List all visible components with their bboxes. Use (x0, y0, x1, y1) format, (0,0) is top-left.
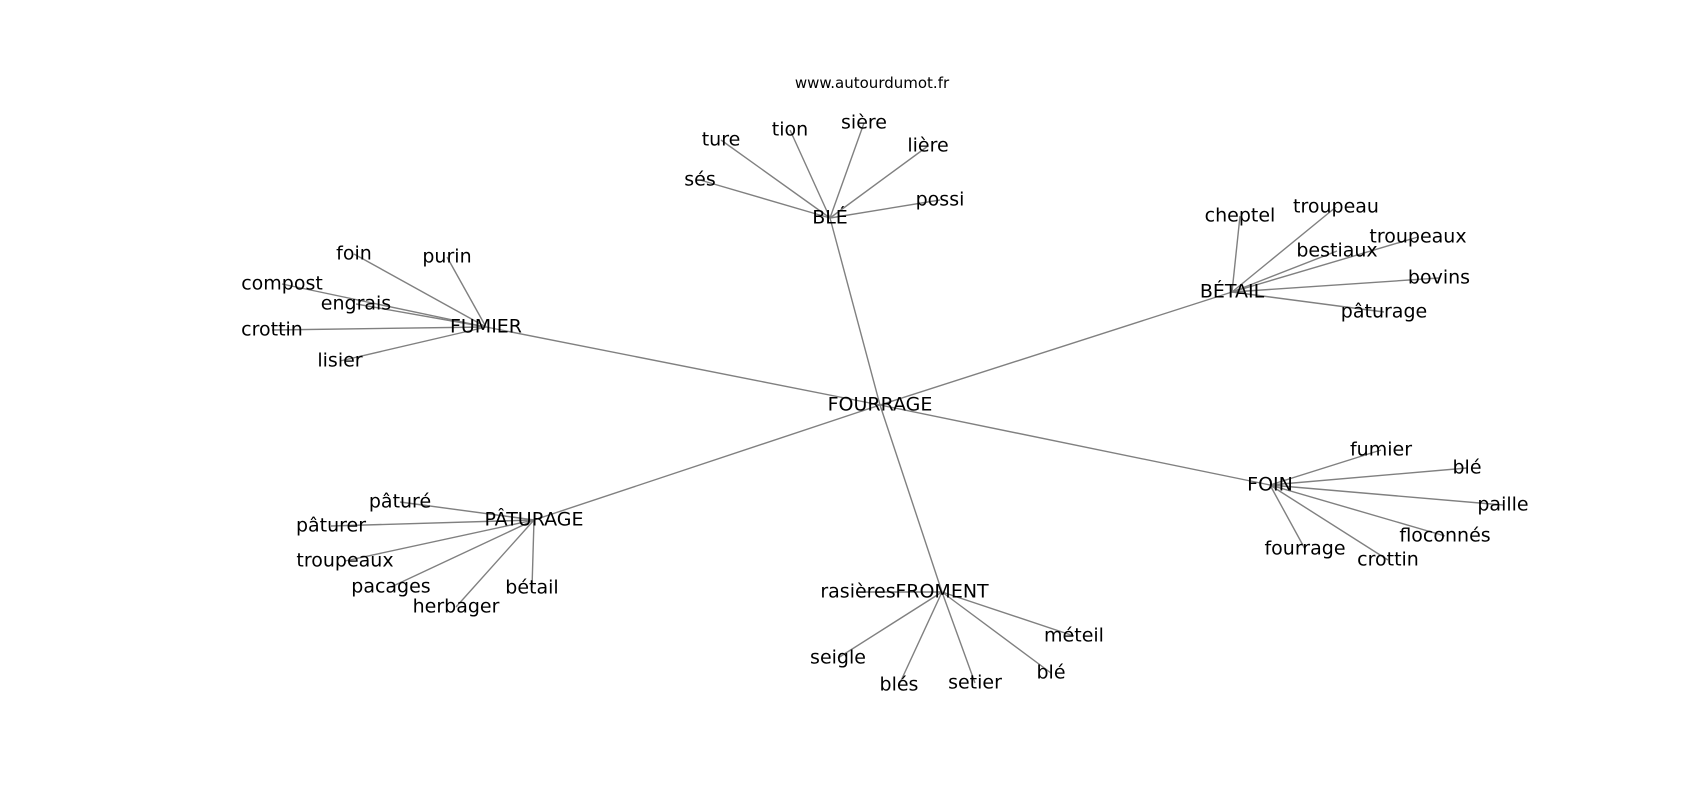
edge-center-paturage (533, 404, 881, 521)
edge-foin-4 (1269, 484, 1389, 561)
edge-paturage-3 (390, 519, 535, 588)
edge-paturage-4 (455, 519, 535, 608)
edge-foin-2 (1269, 484, 1504, 506)
edge-froment-4 (898, 591, 943, 686)
leaf-word-betail: cheptel (1205, 205, 1276, 227)
leaf-word-fumier: compost (241, 273, 323, 295)
site-url: www.autourdumot.fr (795, 74, 950, 92)
hub-word-foin: FOIN (1247, 474, 1293, 496)
leaf-word-froment: rasières (820, 581, 895, 603)
leaf-word-froment: setier (948, 672, 1002, 694)
edge-fumier-1 (446, 256, 487, 328)
edge-fumier-2 (281, 283, 487, 328)
leaf-word-ble: possi (916, 189, 965, 211)
leaf-word-froment: seigle (810, 647, 866, 669)
edge-paturage-2 (344, 519, 535, 562)
edge-ble-4 (829, 145, 929, 219)
leaf-word-foin: paille (1477, 494, 1528, 516)
hub-word-fumier: FUMIER (450, 316, 522, 338)
leaf-word-froment: méteil (1044, 625, 1104, 647)
leaf-word-ble: lière (907, 135, 948, 157)
edge-center-fumier (485, 326, 881, 406)
leaf-word-foin: fourrage (1264, 538, 1345, 560)
leaf-word-foin: floconnés (1399, 525, 1490, 547)
edge-betail-2 (1231, 236, 1419, 293)
hub-word-froment: FROMENT (895, 581, 989, 603)
edge-paturage-1 (330, 519, 535, 527)
edge-foin-5 (1269, 484, 1306, 550)
leaf-word-paturage: pacages (351, 576, 430, 598)
edge-ble-1 (720, 139, 831, 219)
center-word: FOURRAGE (828, 394, 933, 416)
hub-word-ble: BLÉ (812, 206, 848, 229)
edge-paturage-0 (399, 501, 535, 521)
leaf-word-froment: blé (1036, 662, 1065, 684)
leaf-word-betail: troupeaux (1369, 226, 1466, 248)
edge-betail-4 (1231, 277, 1440, 293)
hub-word-betail: BÉTAIL (1200, 280, 1265, 303)
edge-betail-5 (1231, 291, 1385, 313)
edge-center-froment (879, 404, 943, 593)
leaf-word-fumier: purin (422, 246, 471, 268)
leaf-word-fumier: foin (336, 243, 372, 265)
leaf-word-froment: blés (880, 674, 919, 696)
leaf-word-betail: troupeau (1293, 196, 1379, 218)
edge-foin-1 (1269, 467, 1468, 486)
leaf-word-ble: ture (702, 129, 741, 151)
edge-ble-3 (829, 122, 865, 219)
edge-ble-2 (789, 129, 831, 219)
leaf-word-foin: fumier (1350, 439, 1412, 461)
leaf-word-foin: blé (1452, 457, 1481, 479)
edge-foin-3 (1269, 484, 1446, 537)
leaf-word-paturage: pâturer (296, 515, 366, 537)
edge-center-foin (879, 404, 1271, 486)
edge-froment-2 (941, 591, 1052, 674)
leaf-word-paturage: bétail (505, 577, 558, 599)
edges-layer (271, 122, 1504, 686)
edge-fumier-4 (271, 326, 487, 331)
edge-froment-3 (941, 591, 976, 684)
leaf-word-fumier: lisier (317, 350, 362, 372)
leaf-word-paturage: troupeaux (296, 550, 393, 572)
leaf-word-foin: crottin (1357, 549, 1419, 571)
leaf-word-betail: bovins (1408, 267, 1470, 289)
edge-fumier-0 (353, 253, 487, 328)
edge-center-betail (879, 291, 1233, 406)
edge-betail-1 (1231, 206, 1337, 293)
leaf-word-paturage: pâturé (369, 491, 431, 513)
edge-betail-3 (1231, 250, 1338, 293)
edge-center-ble (829, 217, 881, 406)
edge-paturage-5 (531, 519, 535, 589)
leaf-word-ble: sière (841, 112, 887, 134)
leaf-word-paturage: herbager (413, 596, 500, 618)
leaf-word-betail: pâturage (1341, 301, 1427, 323)
edge-fumier-3 (355, 303, 487, 328)
leaf-word-fumier: crottin (241, 319, 303, 341)
edge-ble-5 (829, 199, 941, 219)
leaf-word-fumier: engrais (321, 293, 391, 315)
leaf-word-ble: sés (684, 169, 716, 191)
edge-froment-1 (941, 591, 1075, 637)
edge-foin-0 (1269, 449, 1382, 486)
edge-fumier-5 (339, 326, 487, 362)
hub-word-paturage: PÂTURAGE (484, 508, 583, 531)
leaf-word-ble: tion (772, 119, 808, 141)
edge-ble-0 (699, 179, 831, 219)
leaf-word-betail: bestiaux (1296, 240, 1377, 262)
edge-betail-0 (1231, 215, 1241, 293)
edge-froment-5 (837, 591, 943, 659)
